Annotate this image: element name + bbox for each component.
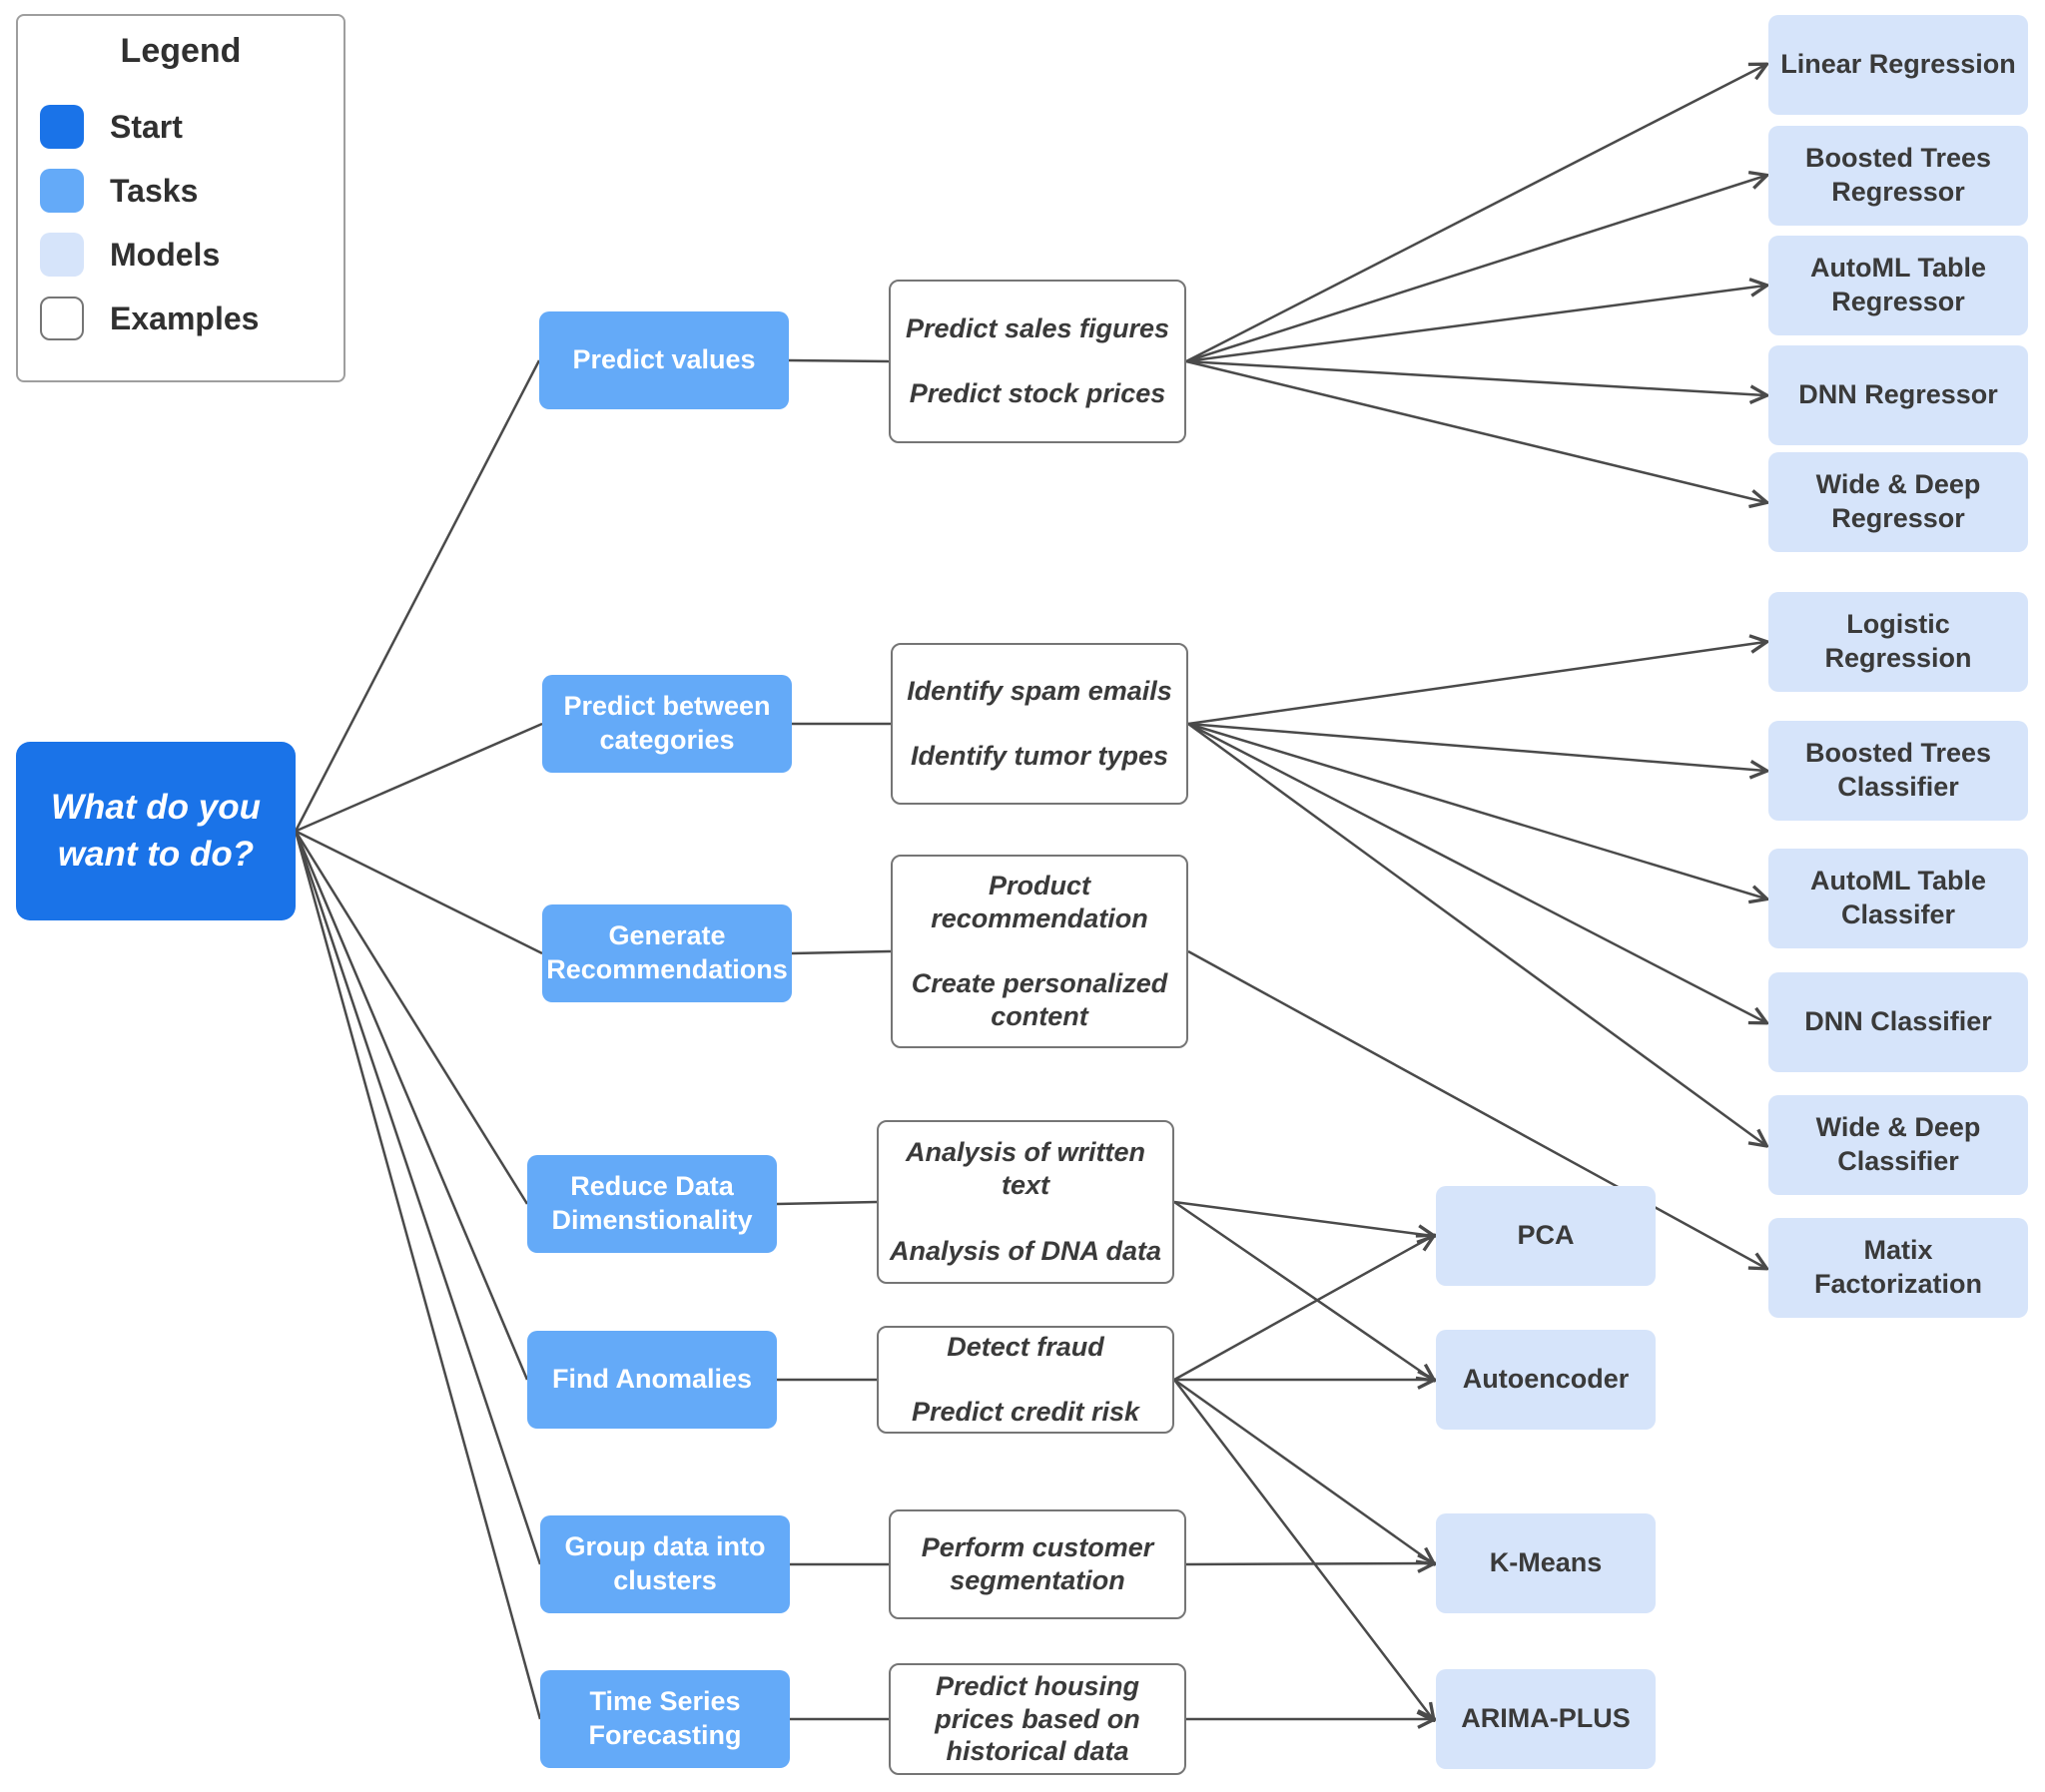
model-node-boosted-trees-classifier: Boosted Trees Classifier: [1768, 721, 2028, 821]
task-node-generate-recommendations: Generate Recommendations: [542, 904, 792, 1002]
model-label: AutoML Table Regressor: [1810, 253, 1986, 316]
model-node-linear-regression: Linear Regression: [1768, 15, 2028, 115]
example-label: Predict housing prices based on historic…: [935, 1670, 1140, 1767]
example-label: Perform customer segmentation: [921, 1532, 1154, 1595]
model-label: K-Means: [1489, 1547, 1603, 1578]
models-swatch: [40, 233, 84, 277]
legend-item-tasks: Tasks: [40, 169, 343, 213]
model-node-matrix-factorization: Matix Factorization: [1768, 1218, 2028, 1318]
task-node-predict-values: Predict values: [539, 311, 789, 409]
legend-item-start: Start: [40, 105, 343, 149]
example-node-clustering: Perform customer segmentation: [889, 1509, 1186, 1619]
legend-title: Legend: [120, 32, 242, 70]
model-label: ARIMA-PLUS: [1461, 1703, 1631, 1734]
model-label: Matix Factorization: [1813, 1235, 1982, 1299]
legend: Legend Start Tasks Models Examples: [16, 14, 345, 382]
model-node-k-means: K-Means: [1436, 1513, 1656, 1613]
task-label: Group data into clusters: [564, 1531, 766, 1595]
model-node-autoencoder: Autoencoder: [1436, 1330, 1656, 1430]
task-node-group-data-into-clusters: Group data into clusters: [540, 1515, 790, 1613]
example-label: Detect fraud Predict credit risk: [911, 1331, 1140, 1428]
model-node-wide-deep-regressor: Wide & Deep Regressor: [1768, 452, 2028, 552]
task-label: Predict values: [572, 344, 756, 375]
start-node-label: What do you want to do?: [51, 788, 261, 874]
task-label: Reduce Data Dimenstionality: [551, 1171, 753, 1235]
model-node-wide-deep-classifier: Wide & Deep Classifier: [1768, 1095, 2028, 1195]
legend-item-models: Models: [40, 233, 343, 277]
model-node-automl-table-classifier: AutoML Table Classifer: [1768, 849, 2028, 948]
tasks-swatch: [40, 169, 84, 213]
model-label: AutoML Table Classifer: [1810, 866, 1986, 929]
example-label: Analysis of written text Analysis of DNA…: [889, 1137, 1162, 1266]
model-label: Linear Regression: [1780, 49, 2016, 80]
task-label: Find Anomalies: [551, 1364, 753, 1395]
example-node-forecasting: Predict housing prices based on historic…: [889, 1663, 1186, 1775]
model-label: Wide & Deep Regressor: [1815, 469, 1981, 533]
model-label: Wide & Deep Classifier: [1815, 1112, 1981, 1176]
legend-item-label: Models: [110, 236, 221, 273]
model-node-boosted-trees-regressor: Boosted Trees Regressor: [1768, 126, 2028, 226]
example-node-predict-values: Predict sales figures Predict stock pric…: [889, 280, 1186, 443]
legend-item-label: Start: [110, 108, 183, 145]
task-node-find-anomalies: Find Anomalies: [527, 1331, 777, 1429]
model-node-dnn-classifier: DNN Classifier: [1768, 972, 2028, 1072]
legend-item-label: Examples: [110, 299, 260, 336]
legend-item-label: Tasks: [110, 172, 199, 209]
model-label: Boosted Trees Classifier: [1804, 738, 1992, 802]
model-label: DNN Regressor: [1798, 379, 1998, 410]
examples-swatch: [40, 297, 84, 340]
model-node-automl-table-regressor: AutoML Table Regressor: [1768, 236, 2028, 335]
model-node-pca: PCA: [1436, 1186, 1656, 1286]
model-label: Boosted Trees Regressor: [1804, 143, 1992, 207]
legend-item-examples: Examples: [40, 297, 343, 340]
model-node-dnn-regressor: DNN Regressor: [1768, 345, 2028, 445]
model-label: PCA: [1517, 1220, 1575, 1251]
model-label: Autoencoder: [1462, 1364, 1630, 1395]
task-node-time-series-forecasting: Time Series Forecasting: [540, 1670, 790, 1768]
example-node-anomalies: Detect fraud Predict credit risk: [877, 1326, 1174, 1434]
model-node-logistic-regression: Logistic Regression: [1768, 592, 2028, 692]
task-label: Predict between categories: [563, 691, 771, 755]
model-label: DNN Classifier: [1804, 1006, 1992, 1037]
example-label: Product recommendation Create personaliz…: [911, 870, 1168, 1032]
task-node-reduce-data-dimensionality: Reduce Data Dimenstionality: [527, 1155, 777, 1253]
example-node-dimensionality: Analysis of written text Analysis of DNA…: [877, 1120, 1174, 1284]
model-label: Logistic Regression: [1824, 609, 1972, 673]
task-label: Time Series Forecasting: [588, 1686, 742, 1750]
start-swatch: [40, 105, 84, 149]
example-label: Predict sales figures Predict stock pric…: [905, 312, 1170, 409]
task-label: Generate Recommendations: [546, 920, 788, 984]
start-node: What do you want to do?: [16, 742, 296, 920]
example-node-recommendation: Product recommendation Create personaliz…: [891, 855, 1188, 1048]
model-node-arima-plus: ARIMA-PLUS: [1436, 1669, 1656, 1769]
task-node-predict-between-categories: Predict between categories: [542, 675, 792, 773]
example-label: Identify spam emails Identify tumor type…: [907, 675, 1172, 772]
example-node-classification: Identify spam emails Identify tumor type…: [891, 643, 1188, 805]
